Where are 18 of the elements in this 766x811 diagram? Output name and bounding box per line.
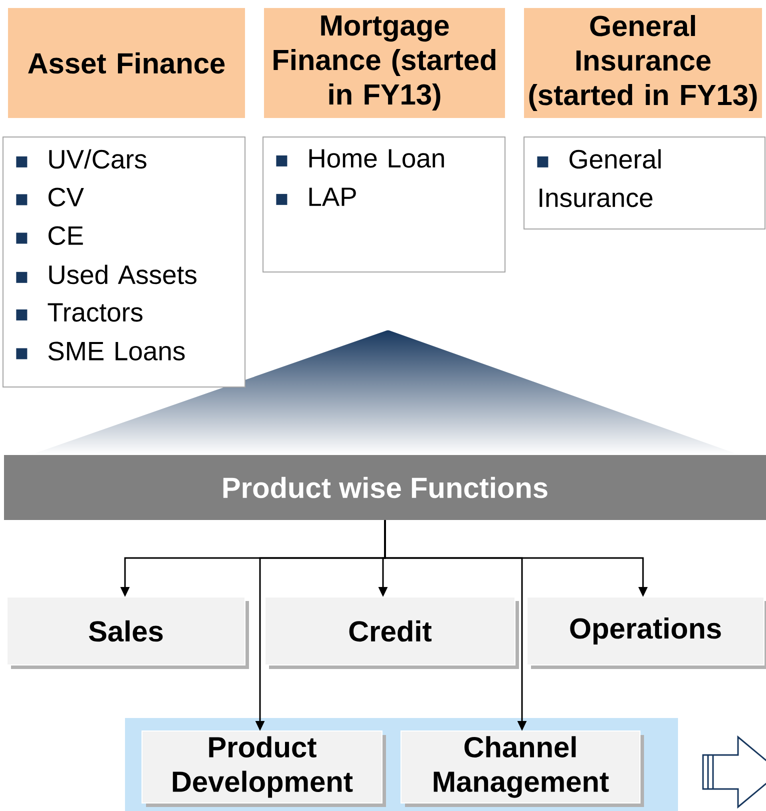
- function-box: Sales: [6, 596, 249, 669]
- function-box: Product Development: [142, 730, 386, 807]
- bullet-item: UV/Cars: [16, 149, 146, 169]
- function-band: Product wise Functions: [4, 455, 766, 520]
- function-box: Channel Management: [400, 730, 644, 807]
- bullet-item: LAP: [276, 188, 356, 206]
- bullet-item: Used Assets: [16, 264, 196, 284]
- bullet-item: Home Loan: [276, 149, 444, 168]
- header-box: General Insurance (started in FY13): [524, 8, 762, 118]
- bullet-item: CE: [16, 226, 83, 245]
- bullet-item: Tractors: [16, 303, 142, 322]
- function-box: Credit: [264, 596, 519, 669]
- header-box: Mortgage Finance (started in FY13): [264, 8, 505, 118]
- bullet-item: CV: [16, 188, 84, 206]
- header-box: Asset Finance: [8, 8, 245, 118]
- function-box: Operations: [526, 596, 766, 669]
- bullet-item: General Insurance: [537, 149, 661, 208]
- bullet-item: SME Loans: [16, 342, 185, 360]
